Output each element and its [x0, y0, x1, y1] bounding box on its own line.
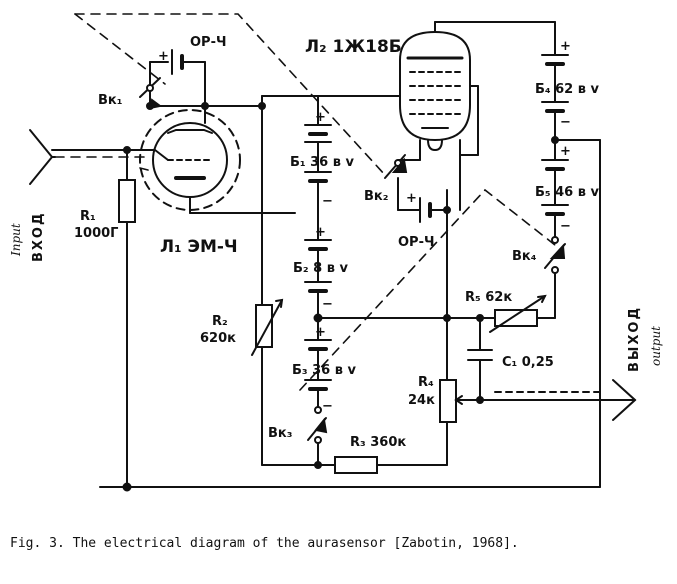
aurasensor-circuit-diagram: Input ВХОД ВЫХОД output R₁ 1000Г R₂ 620к…: [9, 13, 663, 492]
output-label-group: ВЫХОД output: [627, 306, 663, 372]
battery-or4-1: [171, 49, 206, 107]
input-label-group: Input ВХОД: [9, 211, 46, 262]
plus-sign: +: [315, 110, 326, 125]
plus-sign: +: [158, 49, 169, 64]
resistor-r4: [439, 379, 636, 466]
battery-or4-1-label: ОР-Ч: [190, 35, 226, 50]
battery-or4-2: [419, 197, 451, 223]
r1-label: R₁: [80, 209, 96, 224]
r5-label: R₅ 62к: [465, 290, 512, 305]
figure-caption: Fig. 3. The electrical diagram of the au…: [10, 536, 519, 551]
resistor-r2: [251, 298, 284, 356]
ground-bus: [99, 139, 601, 492]
minus-sign: −: [560, 115, 571, 130]
resistor-r5: [489, 274, 556, 333]
r2-value: 620к: [200, 331, 236, 346]
battery-b3-label: Б₃ 36 в v: [292, 363, 356, 378]
switch-vk4-label: Вк₄: [512, 249, 537, 264]
battery-stack-left: [304, 95, 332, 401]
switch-vk2-label: Вк₂: [364, 189, 388, 204]
r4-value: 24к: [408, 393, 435, 408]
battery-b1-label: Б₁ 36 в v: [290, 155, 354, 170]
r4-label: R₄: [418, 375, 434, 390]
tube-l2: [399, 21, 556, 211]
minus-sign: −: [322, 194, 333, 209]
polarity-markers: + + − + + − − + + + − −: [158, 39, 571, 414]
tube-l1-label: Л₁ ЭМ-Ч: [160, 237, 238, 257]
capacitor-c1: [467, 317, 493, 404]
output-label-ru: ВЫХОД: [627, 306, 642, 372]
resistor-r1: [118, 146, 136, 488]
output-label-en: output: [649, 326, 663, 366]
plus-sign: +: [315, 325, 326, 340]
switch-vk3-label: Вк₃: [268, 426, 292, 441]
battery-b2-label: Б₂ 8 в v: [293, 261, 348, 276]
tube-l1: [139, 107, 296, 214]
plus-sign: +: [315, 225, 326, 240]
input-label-ru: ВХОД: [31, 211, 46, 262]
battery-stack-right: [541, 21, 601, 239]
plus-sign: +: [560, 39, 571, 54]
battery-or4-2-label: ОР-Ч: [398, 235, 434, 250]
switch-vk1: [139, 61, 209, 110]
resistor-r3: [261, 456, 448, 474]
output-terminal: [494, 379, 637, 421]
minus-sign: −: [322, 399, 333, 414]
input-label-en: Input: [9, 223, 23, 257]
r1-value: 1000Г: [74, 226, 118, 241]
r3-label: R₃ 360к: [350, 435, 406, 450]
plus-sign: +: [560, 144, 571, 159]
switch-vk1-label: Вк₁: [98, 93, 122, 108]
r2-label: R₂: [212, 314, 228, 329]
plus-sign: +: [406, 191, 417, 206]
battery-b5-label: Б₅ 46 в v: [535, 185, 599, 200]
input-terminal: [29, 129, 156, 185]
battery-b4-label: Б₄ 62 в v: [535, 82, 599, 97]
minus-sign: −: [560, 219, 571, 234]
tube-l2-label: Л₂ 1Ж18Б: [305, 37, 402, 57]
c1-label: C₁ 0,25: [502, 355, 554, 370]
minus-sign: −: [322, 297, 333, 312]
